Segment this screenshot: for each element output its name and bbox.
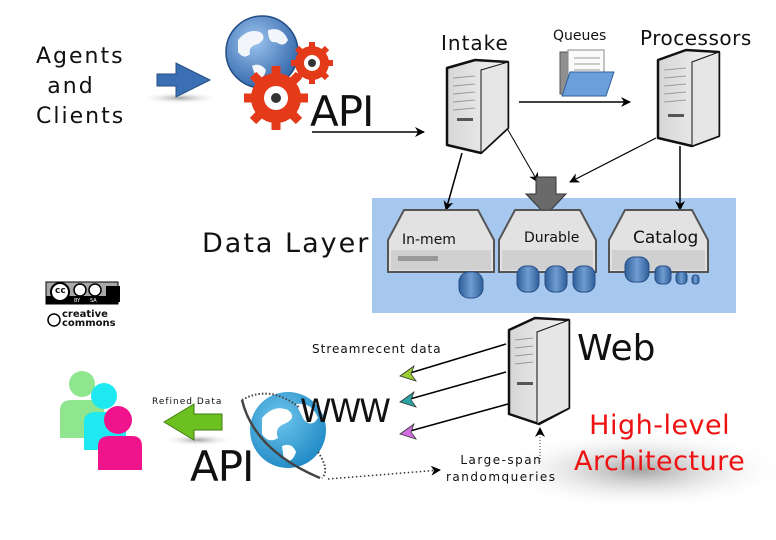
agents-label-line: and <box>47 74 95 99</box>
edge-stream-3 <box>409 403 509 432</box>
globe-gears-icon <box>225 15 333 130</box>
users-group-icon <box>60 371 142 470</box>
cc-text-line: commons <box>62 318 116 329</box>
cc-sa-label: SA <box>90 298 97 304</box>
folder-documents-icon <box>559 49 615 97</box>
diagram-title: High-level Architecture <box>574 408 745 480</box>
edge-intake-inmem <box>443 152 463 211</box>
globe-orbit-icon <box>240 392 327 480</box>
cc-license-icon <box>45 281 120 327</box>
title-line: High-level <box>589 410 731 441</box>
api-bottom-label: API <box>190 442 254 491</box>
durable-server-icon <box>498 209 597 273</box>
agents-label-line: Clients <box>36 104 126 129</box>
intake-label: Intake <box>441 31 509 55</box>
catalog-label: Catalog <box>633 228 699 248</box>
title-line: Architecture <box>574 446 746 477</box>
processors-server-icon <box>656 48 721 148</box>
arrow-left-icon <box>162 403 234 446</box>
processors-label: Processors <box>640 26 752 50</box>
intake-server-icon <box>445 58 510 155</box>
api-top-label: API <box>310 87 374 136</box>
agents-label-line: Agents <box>36 44 125 69</box>
arrow-down-icon <box>524 176 568 216</box>
cc-badge-label: cc <box>55 286 66 296</box>
web-label: Web <box>577 328 656 369</box>
durable-databases-icon <box>516 265 596 293</box>
queues-label: Queues <box>553 28 607 44</box>
stream-arrowhead-3 <box>399 422 418 440</box>
catalog-databases-icon <box>624 256 700 285</box>
creative-commons-text: creative commons <box>62 309 116 329</box>
arrow-right-icon <box>140 62 220 104</box>
data-layer-label: Data Layer <box>202 228 371 259</box>
cc-text-line: creative <box>62 309 108 320</box>
edge-processors-durable <box>569 137 657 183</box>
large-span-line: randomqueries <box>446 470 557 484</box>
cc-by-label: BY <box>74 298 81 304</box>
edge-api-queries <box>327 465 441 480</box>
inmem-database-icon <box>458 271 484 299</box>
stream-label: Streamrecent data <box>312 342 442 356</box>
durable-label: Durable <box>524 230 580 246</box>
edge-stream-1 <box>409 343 507 374</box>
refined-data-label: Refined Data <box>152 397 223 407</box>
stream-arrowhead-1 <box>399 364 418 382</box>
title-shadow <box>490 430 776 510</box>
web-server-icon <box>507 316 571 426</box>
large-span-label: Large-span randomqueries <box>446 452 557 486</box>
large-span-line: Large-span <box>460 453 543 467</box>
www-label: WWW <box>300 392 391 430</box>
agents-clients-label: Agents and Clients <box>36 42 126 132</box>
inmem-label: In-mem <box>402 232 456 248</box>
stream-arrowhead-2 <box>399 390 418 408</box>
edge-stream-2 <box>409 371 507 400</box>
edge-intake-durable <box>507 129 539 183</box>
inmem-server-icon <box>387 209 495 273</box>
